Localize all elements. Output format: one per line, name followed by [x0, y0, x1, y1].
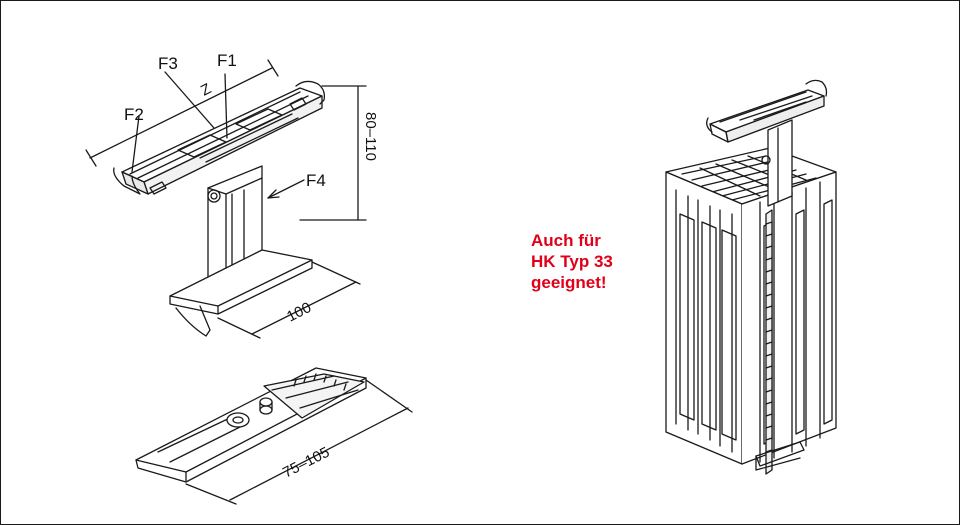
compatibility-note-line: geeignet! [531, 273, 607, 292]
f4-leader [267, 179, 305, 199]
radiator-illustration [665, 79, 837, 475]
slide-plate [135, 367, 413, 505]
slide-extension-line [365, 379, 413, 413]
slide-extension-line-2 [185, 483, 237, 505]
compatibility-note-line: Auch für [531, 231, 601, 250]
height-dimension-label: 80–110 [362, 112, 379, 161]
base-plate [169, 249, 313, 337]
depth-dimension-line [251, 281, 357, 335]
label-f4: F4 [306, 171, 326, 190]
slide-dimension-label: 75–105 [280, 444, 332, 482]
z-dimension-line [89, 67, 273, 159]
depth-extension-line-2 [217, 317, 261, 339]
compatibility-note: Auch für HK Typ 33 geeignet! [531, 230, 613, 293]
label-f1: F1 [217, 51, 237, 70]
depth-extension-line [311, 261, 361, 285]
f1-leader [224, 73, 228, 139]
compatibility-note-line: HK Typ 33 [531, 252, 613, 271]
height-post [207, 165, 263, 287]
label-f3: F3 [158, 54, 178, 73]
depth-dimension-label: 100 [284, 299, 314, 326]
slide-dimension-line [229, 407, 409, 501]
label-f2: F2 [124, 105, 144, 124]
f2-leader [131, 115, 140, 173]
label-z: Z [198, 80, 214, 99]
bracket-assembly [85, 59, 367, 339]
top-rail [113, 80, 326, 195]
z-dimension-ticks [85, 59, 279, 167]
f3-leader [164, 71, 215, 129]
height-extension-lines [299, 85, 367, 221]
f4-arrowhead [267, 189, 280, 199]
